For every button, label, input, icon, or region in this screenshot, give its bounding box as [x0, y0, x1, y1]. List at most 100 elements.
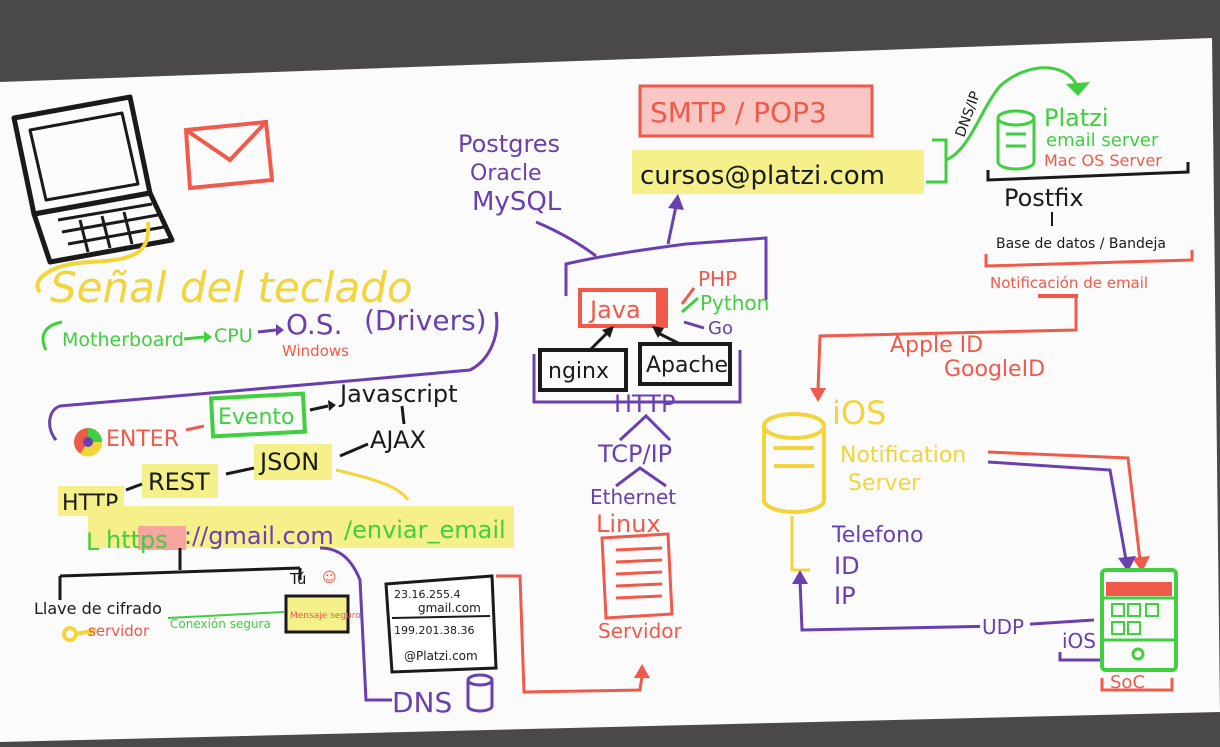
tu-label: Tú	[289, 570, 306, 588]
encryption-tree	[58, 548, 302, 600]
phone-apps	[1111, 603, 1159, 635]
notif-server-line1: Notification	[840, 443, 966, 468]
phone-info-ip: IP	[834, 582, 856, 610]
ios-title: iOS	[832, 394, 886, 432]
url-host: ://gmail.com	[184, 522, 334, 550]
url-prefix: L	[86, 528, 100, 556]
udp-label: UDP	[982, 615, 1024, 639]
drivers-connector	[48, 311, 499, 441]
notif-to-phone-purple-head	[1118, 556, 1136, 572]
dns-connector	[319, 546, 392, 702]
dns-host1: gmail.com	[418, 601, 481, 615]
dns-ip2: 199.201.38.36	[394, 624, 474, 637]
database-bracket	[984, 250, 1194, 268]
dns-database-icon	[466, 673, 494, 713]
rest-label: REST	[148, 468, 210, 496]
arrow-js-ajax	[400, 405, 406, 425]
dns-divider	[391, 615, 491, 619]
postfix-bracket	[986, 162, 1190, 182]
signal-curve	[35, 221, 151, 294]
chrome-icon-yellow	[80, 442, 103, 457]
email-bracket	[926, 138, 948, 184]
nginx-box	[538, 348, 628, 392]
go-slash	[683, 320, 705, 330]
smtp-box	[640, 86, 872, 136]
ajax-label: AJAX	[370, 426, 426, 454]
motherboard-label: Motherboard	[62, 329, 184, 351]
javascript-label: Javascript	[338, 380, 458, 408]
json-to-url-arrow	[335, 468, 410, 501]
soc-label: SoC	[1110, 672, 1145, 693]
notif-server-line2: Server	[848, 471, 921, 496]
evento-label: Evento	[218, 405, 294, 430]
arrow-mb-cpu-head	[204, 331, 212, 343]
email-to-server-head	[1066, 82, 1090, 96]
go-label: Go	[708, 318, 733, 339]
arrow-ajax-json	[339, 442, 369, 458]
ios-small-bracket	[1058, 652, 1104, 662]
cpu-label: CPU	[214, 325, 253, 347]
mac-os-label: Mac OS Server	[1044, 151, 1162, 170]
http-tcp-connector	[618, 413, 672, 442]
phone-icon	[1100, 568, 1178, 672]
java-to-email-arrow	[666, 205, 678, 245]
server-label: servidor	[88, 622, 150, 640]
json-label: JSON	[258, 448, 319, 476]
notification-underline	[1038, 294, 1078, 298]
arrow-enter-evento	[185, 424, 205, 432]
arrow-evento-js-head	[328, 400, 336, 411]
php-slash	[680, 287, 696, 305]
soc-bracket	[1100, 678, 1174, 692]
url-path: /enviar_email	[344, 516, 506, 544]
database-label: Base de datos / Bandeja	[996, 236, 1166, 252]
dns-host2: @Platzi.com	[404, 649, 478, 663]
udp-arrow-head	[792, 570, 808, 584]
php-label: PHP	[698, 267, 737, 291]
ios-server-icon	[762, 412, 826, 514]
email-address: cursos@platzi.com	[640, 161, 885, 191]
db-mysql: MySQL	[472, 187, 562, 217]
email-highlight	[632, 150, 924, 194]
arrow-nginx-java-head	[602, 326, 614, 338]
server-stack-bracket	[532, 350, 742, 404]
email-to-server-curve	[945, 66, 1078, 162]
evento-box	[208, 391, 308, 439]
db-connector	[535, 220, 597, 258]
smtp-label: SMTP / POP3	[650, 96, 827, 129]
dns-table-box	[384, 574, 498, 674]
notification-to-ios-head	[810, 388, 826, 402]
secure-message-box	[284, 594, 350, 634]
dns-to-server-arrow	[496, 574, 644, 694]
enter-label: ENTER	[106, 427, 179, 452]
dns-to-server-arrow-head	[634, 664, 650, 678]
smtp-box-border	[638, 84, 874, 138]
nginx-label: nginx	[548, 359, 609, 384]
flow1-bracket	[41, 320, 63, 351]
secure-message-label: Mensaje seguro	[290, 611, 361, 621]
apache-box	[638, 342, 732, 386]
drivers-label: (Drivers)	[364, 304, 487, 337]
url-https: https	[106, 526, 168, 554]
notif-to-phone-red-head	[1132, 556, 1150, 572]
phone-home-button	[1131, 647, 1145, 661]
os-label: O.S.	[286, 308, 342, 341]
chrome-icon-center	[83, 437, 93, 447]
key-icon	[62, 626, 97, 642]
dns-ip1: 23.16.255.4	[394, 588, 460, 601]
https-highlight	[138, 526, 186, 550]
arrow-cpu-os	[257, 328, 277, 334]
notification-to-ios-arrow	[816, 298, 1078, 391]
db-postgres: Postgres	[458, 130, 560, 158]
udp-line	[798, 579, 1095, 632]
java-to-email-head	[668, 194, 684, 210]
ios-bracket	[790, 516, 810, 572]
platzi-label: Platzi	[1044, 104, 1109, 132]
phone-info-id: ID	[834, 552, 860, 580]
arrow-nginx-java	[588, 330, 610, 352]
server-label: Servidor	[598, 619, 683, 643]
arrow-apache-java-head	[652, 326, 664, 338]
appleid-label: Apple ID	[890, 333, 983, 358]
tcpip-label: TCP/IP	[597, 440, 672, 468]
db-oracle: Oracle	[470, 161, 542, 186]
http-stack-label: HTTP	[614, 390, 675, 418]
